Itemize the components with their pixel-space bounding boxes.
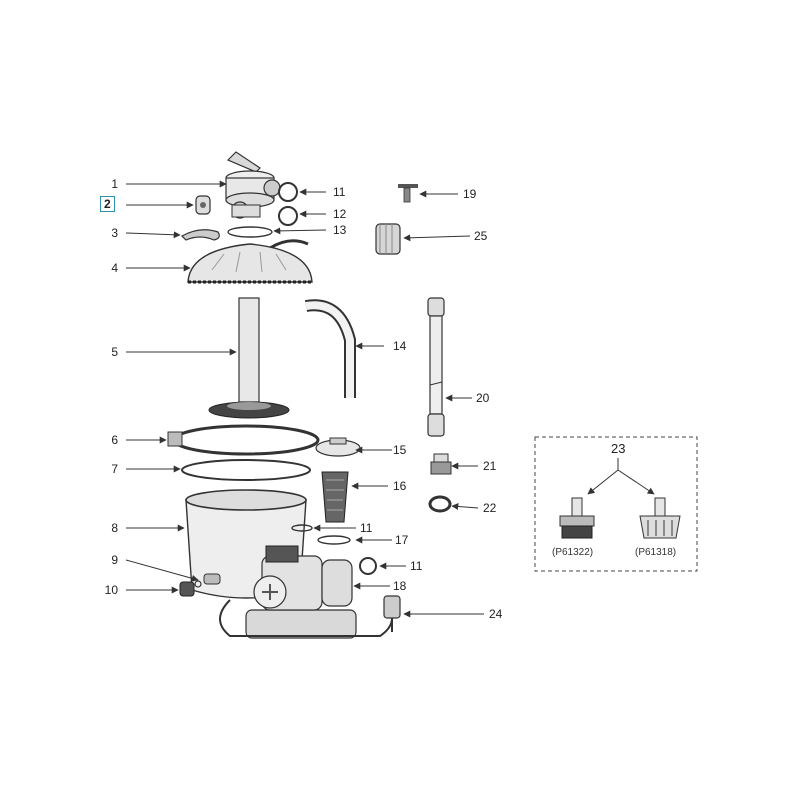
callout-17: 17 (395, 533, 409, 547)
callout-5: 5 (111, 345, 118, 359)
callout-12: 12 (333, 207, 347, 221)
callout-24: 24 (489, 607, 503, 621)
o-ring-12-part (278, 206, 298, 226)
pump-unit-part (219, 545, 393, 639)
callout-22: 22 (483, 501, 497, 515)
o-ring-11-part (278, 182, 298, 202)
o-ring-13-part (227, 226, 273, 238)
callout-19: 19 (463, 187, 477, 201)
callout-16: 16 (393, 479, 407, 493)
inset-box (534, 436, 698, 572)
strainer-cover-part (315, 437, 361, 457)
power-plug-part (383, 595, 401, 632)
callout-8: 8 (111, 521, 118, 535)
drain-cap-part (179, 581, 195, 597)
callout-11-bottom: 11 (410, 559, 423, 573)
o-ring-11b-part (291, 524, 313, 532)
connector-p61322-part (559, 497, 595, 539)
callout-6: 6 (111, 433, 118, 447)
callout-18: 18 (393, 579, 407, 593)
lateral-assembly-part (208, 297, 290, 419)
hose-clamp-part (428, 495, 452, 513)
callout-21: 21 (483, 459, 497, 473)
straight-hose-part (427, 297, 445, 437)
screw-part (398, 184, 418, 203)
tank-lid-part (187, 243, 313, 284)
drain-assembly-part (194, 573, 221, 588)
callout-25: 25 (474, 229, 488, 243)
callout-11-top: 11 (333, 185, 346, 199)
hose-part-inner (305, 301, 354, 398)
callout-3: 3 (111, 226, 118, 240)
clamp-handle-part-right (269, 239, 309, 250)
callout-13: 13 (333, 223, 347, 237)
union-nut-part (375, 223, 401, 255)
o-ring-11c-part (359, 557, 377, 575)
strainer-basket-part (321, 471, 349, 523)
part-code-right: (P61318) (635, 547, 677, 558)
o-ring-17-part (317, 535, 351, 545)
callout-14: 14 (393, 339, 407, 353)
callout-20: 20 (476, 391, 490, 405)
callout-23: 23 (611, 441, 626, 456)
multiport-valve-part (225, 151, 281, 219)
callout-11-middle: 11 (360, 521, 373, 535)
tank-o-ring-part (181, 459, 311, 481)
callout-15: 15 (393, 443, 407, 457)
tank-clamp-part (167, 424, 320, 456)
callout-9: 9 (111, 553, 118, 567)
callout-10: 10 (104, 583, 118, 597)
part-code-left: (P61322) (552, 547, 594, 558)
callout-4: 4 (111, 261, 118, 275)
hose-adapter-part (430, 453, 452, 475)
callout-1: 1 (111, 177, 118, 191)
callout-2-highlighted: 2 (100, 196, 115, 212)
connector-p61318-part (639, 497, 681, 539)
callout-7: 7 (111, 462, 118, 476)
clamp-handle-part (181, 229, 220, 241)
leader-lines (125, 180, 655, 618)
gauge-plug-part (195, 195, 211, 215)
